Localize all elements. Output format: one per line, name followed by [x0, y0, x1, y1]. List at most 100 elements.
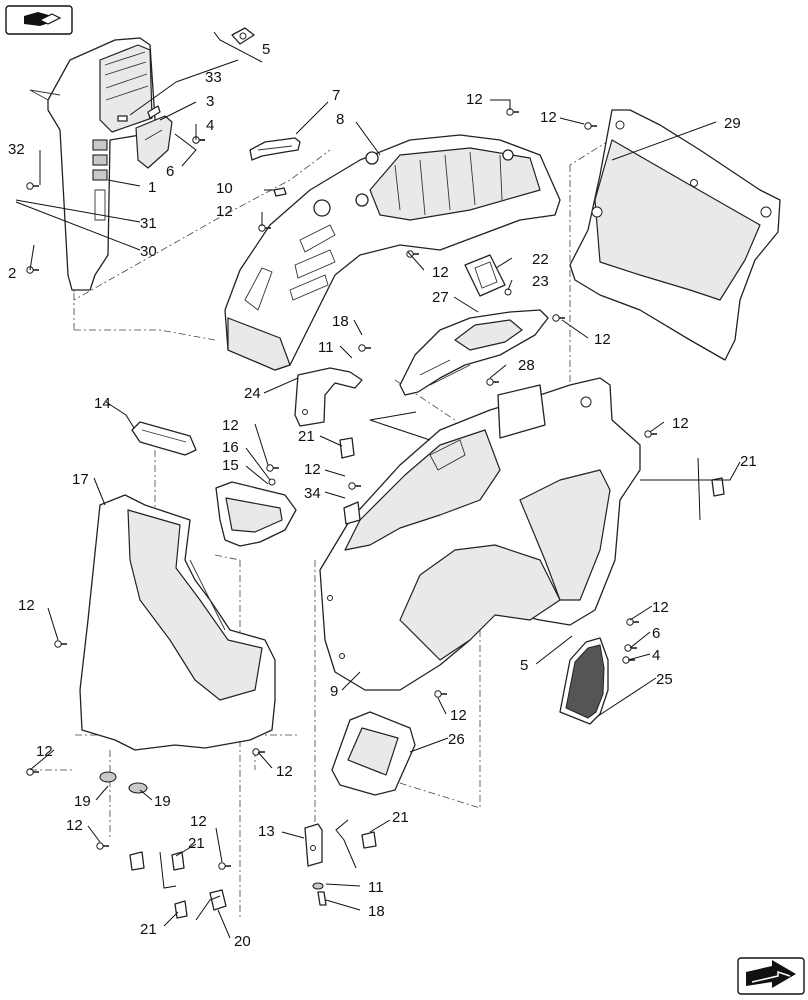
screw-17: [434, 690, 442, 698]
callout-12: 12: [216, 203, 233, 220]
callout-26: 26: [448, 731, 465, 748]
screw-13: [54, 640, 62, 648]
bracket-part-21-mid: [339, 437, 355, 459]
callout-15: 15: [222, 457, 239, 474]
callout-10: 10: [216, 180, 233, 197]
callout-labels: 5 33 3 4 6 32 1 31 30 2 7 8 10 12 12 12 …: [8, 41, 757, 950]
bracket-part-21-lower-b: [171, 851, 185, 871]
callout-12: 12: [540, 109, 557, 126]
handle-part-7: [249, 137, 301, 161]
pillar-trim-part-1: [29, 37, 156, 291]
bracket-part-34: [343, 501, 361, 525]
clip-part-33: [117, 115, 128, 122]
callout-33: 33: [205, 69, 222, 86]
callout-12: 12: [36, 743, 53, 760]
callout-17: 17: [72, 471, 89, 488]
callout-12: 12: [190, 813, 207, 830]
fender-panel-part-8: [224, 134, 561, 371]
callout-22: 22: [532, 251, 549, 268]
box-part-26: [331, 711, 416, 796]
callout-5: 5: [262, 41, 270, 58]
callout-18: 18: [332, 313, 349, 330]
callout-1: 1: [148, 179, 156, 196]
bracket-part-21-right: [711, 477, 725, 497]
callout-34: 34: [304, 485, 321, 502]
callout-2: 2: [8, 265, 16, 282]
callout-11: 11: [368, 879, 384, 896]
callout-12: 12: [66, 817, 83, 834]
callout-21: 21: [140, 921, 157, 938]
callout-21: 21: [392, 809, 409, 826]
callout-21: 21: [740, 453, 757, 470]
rear-panel-part-29: [569, 109, 781, 361]
screw-21: [218, 862, 226, 870]
callout-4: 4: [206, 117, 214, 134]
next-page-arrow-icon[interactable]: [737, 957, 805, 995]
bracket-part-21-lower-a: [129, 851, 145, 871]
assembly-view-icon: [5, 5, 73, 35]
bolt-part-16: [268, 478, 276, 486]
callout-20: 20: [234, 933, 251, 950]
callout-21: 21: [188, 835, 205, 852]
callout-9: 9: [330, 683, 338, 700]
bracket-part-21-lower-c: [174, 900, 188, 919]
callout-14: 14: [94, 395, 111, 412]
callout-12: 12: [594, 331, 611, 348]
callout-5: 5: [520, 657, 528, 674]
side-panel-part-9: [319, 377, 641, 691]
callout-24: 24: [244, 385, 261, 402]
box-part-15: [215, 481, 297, 547]
callout-12: 12: [432, 264, 449, 281]
leader-lines: [15, 31, 741, 939]
callout-12: 12: [18, 597, 35, 614]
callout-11: 11: [318, 339, 334, 356]
screws: [26, 108, 657, 870]
callout-12: 12: [672, 415, 689, 432]
callout-12: 12: [466, 91, 483, 108]
callout-25: 25: [656, 671, 673, 688]
washer-part-11b: [312, 882, 324, 890]
callout-29: 29: [724, 115, 741, 132]
callout-28: 28: [518, 357, 535, 374]
screw-0: [26, 182, 34, 190]
callout-31: 31: [140, 215, 157, 232]
callout-6: 6: [166, 163, 174, 180]
callout-23: 23: [532, 273, 549, 290]
screw-8: [358, 344, 366, 352]
callout-6: 6: [652, 625, 660, 642]
screw-7: [552, 314, 560, 322]
screw-9: [486, 378, 494, 386]
callout-3: 3: [206, 93, 214, 110]
callout-18: 18: [368, 903, 385, 920]
bracket-part-21-lower-d: [361, 831, 377, 849]
callout-12: 12: [304, 461, 321, 478]
callout-27: 27: [432, 289, 449, 306]
grille-part-14: [131, 421, 197, 456]
shroud-part-17: [79, 494, 276, 751]
clip-part-5-top: [231, 27, 255, 45]
mesh-panel-part-25: [559, 637, 609, 725]
screw-20: [96, 842, 104, 850]
screw-10: [266, 464, 274, 472]
callout-21: 21: [298, 428, 315, 445]
callout-32: 32: [8, 141, 25, 158]
bracket-part-13: [304, 823, 323, 867]
callout-8: 8: [336, 111, 344, 128]
tray-part-27: [399, 309, 549, 396]
screw-5: [584, 122, 592, 130]
screw-11: [348, 482, 356, 490]
callout-16: 16: [222, 439, 239, 456]
bracket-part-24: [294, 367, 363, 427]
callout-12: 12: [652, 599, 669, 616]
bracket-part-3: [135, 105, 173, 169]
callout-12: 12: [450, 707, 467, 724]
grommet-part-19b: [128, 782, 148, 794]
callout-19: 19: [74, 793, 91, 810]
callout-12: 12: [222, 417, 239, 434]
grommet-part-19a: [99, 771, 117, 783]
callout-4: 4: [652, 647, 660, 664]
callout-30: 30: [140, 243, 157, 260]
callout-7: 7: [332, 87, 340, 104]
cover-part-22: [464, 254, 506, 297]
